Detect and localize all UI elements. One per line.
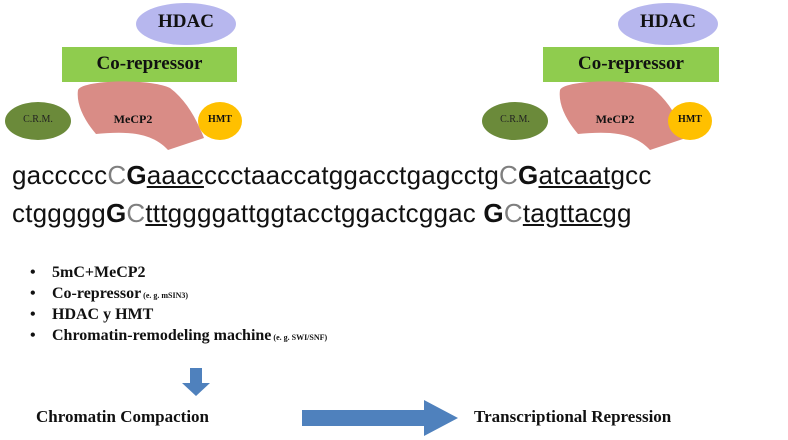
complex-left-shapes bbox=[5, 3, 242, 150]
sequence-segment: C bbox=[499, 160, 519, 190]
sequence-segment: G bbox=[518, 160, 539, 190]
hmt-label-right: HMT bbox=[678, 114, 702, 125]
down-arrow bbox=[182, 368, 210, 396]
sequence-segment: C bbox=[503, 198, 523, 228]
sequence-segment: G bbox=[105, 198, 127, 228]
list-item-text: Chromatin-remodeling machine bbox=[52, 327, 272, 344]
chromatin-compaction-label: Chromatin Compaction bbox=[36, 407, 209, 426]
sequence-segment: G bbox=[126, 160, 147, 190]
crm-shape-right bbox=[482, 102, 548, 140]
sequence-segment: tttg bbox=[145, 198, 183, 228]
mechanism-list: • 5mC+MeCP2 • Co-repressor (e. g. mSIN3) • HD… bbox=[30, 262, 327, 346]
sequence-segment: tagttac bbox=[522, 198, 603, 228]
mecp2-shape-right bbox=[559, 81, 686, 150]
crm-label-right: C.R.M. bbox=[500, 114, 530, 125]
list-item: • 5mC+MeCP2 bbox=[30, 262, 327, 283]
corepressor-label-left: Co-repressor bbox=[96, 53, 203, 74]
list-item-text: HDAC y HMT bbox=[52, 306, 154, 323]
corepressor-label-right: Co-repressor bbox=[578, 53, 684, 74]
hmt-shape-left bbox=[198, 102, 242, 140]
sequence-segment: atcaatg bbox=[538, 160, 626, 190]
crm-label-left: C.R.M. bbox=[23, 114, 53, 125]
corepressor-box-left bbox=[62, 47, 237, 82]
bullet-icon: • bbox=[30, 264, 36, 281]
corepressor-box-right bbox=[543, 47, 719, 82]
sequence-segment: C bbox=[126, 198, 146, 228]
list-item-text: 5mC+MeCP2 bbox=[52, 264, 146, 281]
mecp2-label-right: MeCP2 bbox=[595, 112, 635, 126]
list-item: • Chromatin-remodeling machine (e. g. SWI… bbox=[30, 325, 327, 346]
list-item: • HDAC y HMT bbox=[30, 304, 327, 325]
sequence-segment: aaac bbox=[146, 160, 204, 190]
bullet-icon: • bbox=[30, 327, 36, 344]
list-item: • Co-repressor (e. g. mSIN3) bbox=[30, 283, 327, 304]
sequence-segment: gggattggtacctggactcggac bbox=[182, 198, 484, 228]
right-arrow bbox=[302, 400, 458, 436]
dna-sequence-top: gacccccCGaaacccctaaccatggacctgagcctgCGat… bbox=[12, 160, 652, 191]
list-item-example: (e. g. mSIN3) bbox=[141, 291, 189, 300]
mecp2-shape-left bbox=[77, 81, 204, 150]
transcriptional-repression-label: Transcriptional Repression bbox=[474, 407, 672, 426]
crm-shape-left bbox=[5, 102, 71, 140]
sequence-segment: gaccccc bbox=[12, 160, 108, 190]
sequence-segment: G bbox=[483, 198, 504, 228]
bullet-icon: • bbox=[30, 306, 36, 323]
hmt-shape-right bbox=[668, 102, 712, 140]
hdac-shape-right bbox=[618, 3, 718, 45]
sequence-segment: gg bbox=[602, 198, 632, 228]
hmt-label-left: HMT bbox=[208, 114, 232, 125]
hdac-shape-left bbox=[136, 3, 236, 45]
complex-right-shapes bbox=[482, 3, 719, 150]
dna-sequence-bottom: ctgggggGCtttggggattggtacctggactcggac GCt… bbox=[12, 198, 632, 229]
sequence-segment: C bbox=[107, 160, 127, 190]
list-item-text: Co-repressor bbox=[52, 285, 142, 302]
sequence-segment: ctggggg bbox=[12, 198, 106, 228]
mecp2-label-left: MeCP2 bbox=[113, 112, 153, 126]
sequence-segment: ccctaaccatggacctgagcctg bbox=[203, 160, 500, 190]
list-item-example: (e. g. SWI/SNF) bbox=[271, 333, 328, 342]
hdac-label-right: HDAC bbox=[640, 11, 696, 32]
hdac-label-left: HDAC bbox=[158, 11, 214, 32]
bullet-icon: • bbox=[30, 285, 36, 302]
sequence-segment: cc bbox=[625, 160, 652, 190]
